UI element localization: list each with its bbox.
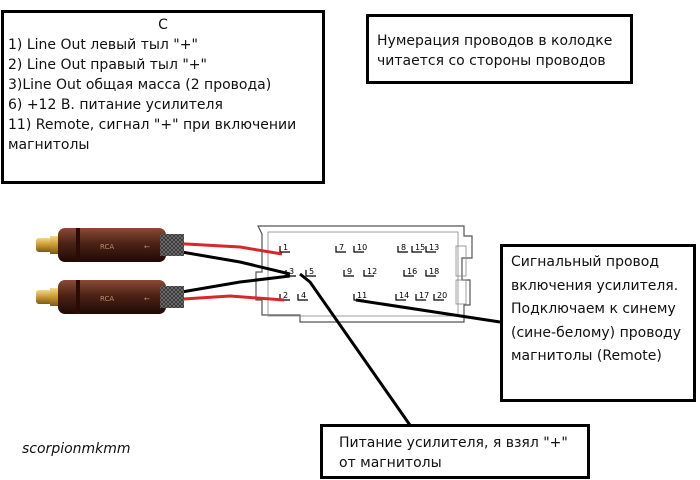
legend-title: С	[158, 17, 168, 33]
signal-wire-box: Сигнальный провод включения усилителя. П…	[500, 244, 696, 402]
author-watermark: scorpionmkmm	[22, 441, 131, 457]
pin-number-4: 4	[301, 291, 306, 300]
pin-marker	[363, 270, 374, 277]
legend-line-3: 3)Line Out общая масса (2 провода)	[8, 77, 272, 93]
legend-line-5: 11) Remote, сигнал "+" при включении маг…	[8, 117, 297, 153]
pin-marker	[335, 246, 346, 253]
pin-marker	[297, 294, 308, 301]
pin-marker	[353, 246, 364, 253]
pin-marker	[343, 270, 354, 277]
pin-number-14: 14	[399, 291, 409, 300]
pin-number-9: 9	[347, 267, 352, 276]
pin-marker	[397, 246, 408, 253]
black-wire-power	[299, 272, 414, 429]
numbering-note-text: Нумерация проводов в колодке читается со…	[377, 33, 613, 69]
numbering-note-box: Нумерация проводов в колодке читается со…	[366, 14, 633, 84]
pin-number-7: 7	[339, 243, 344, 252]
svg-text:←: ←	[144, 243, 150, 251]
pin-marker	[395, 294, 406, 301]
legend-line-2: 2) Line Out правый тыл "+"	[8, 57, 207, 73]
red-wire-pin2	[167, 294, 285, 302]
pin-number-11: 11	[357, 291, 367, 300]
black-wire-remote	[355, 298, 501, 324]
pin-number-16: 16	[407, 267, 417, 276]
rca-plug-bottom: RCA ←	[36, 280, 184, 314]
signal-wire-text: Сигнальный провод включения усилителя. П…	[511, 254, 681, 364]
pin-marker	[305, 270, 316, 277]
pin-number-1: 1	[283, 243, 288, 252]
svg-text:←: ←	[144, 295, 150, 303]
pin-marker	[425, 270, 436, 277]
legend-line-1: 1) Line Out левый тыл "+"	[8, 37, 198, 53]
pin-number-8: 8	[401, 243, 406, 252]
pin-number-18: 18	[429, 267, 439, 276]
pin-number-2: 2	[283, 291, 288, 300]
rca-plug-top-label: RCA	[100, 243, 114, 251]
pin-marker	[425, 246, 436, 253]
pin-number-13: 13	[429, 243, 439, 252]
pin-marker	[279, 246, 290, 253]
black-wire-ground-1	[169, 248, 291, 276]
pin-marker	[433, 294, 444, 301]
pin-number-20: 20	[437, 291, 447, 300]
power-note-box: Питание усилителя, я взял "+" от магнито…	[320, 424, 590, 479]
legend-line-4: 6) +12 В. питание усилителя	[8, 97, 223, 113]
legend-box: С 1) Line Out левый тыл "+" 2) Line Out …	[1, 10, 325, 184]
wires	[167, 241, 501, 429]
pin-number-5: 5	[309, 267, 314, 276]
pin-marker	[411, 246, 422, 253]
rca-plug-bottom-label: RCA	[100, 295, 114, 303]
rca-plug-top: RCA ←	[36, 228, 184, 262]
pin-number-10: 10	[357, 243, 367, 252]
black-wire-ground-2	[169, 274, 291, 296]
pin-number-15: 15	[415, 243, 425, 252]
red-wire-pin1	[167, 241, 283, 256]
pin-number-12: 12	[367, 267, 377, 276]
pin-number-3: 3	[289, 267, 294, 276]
pin-marker	[403, 270, 414, 277]
pin-number-17: 17	[419, 291, 429, 300]
power-note-text: Питание усилителя, я взял "+" от магнито…	[339, 435, 568, 471]
pin-marker	[415, 294, 426, 301]
